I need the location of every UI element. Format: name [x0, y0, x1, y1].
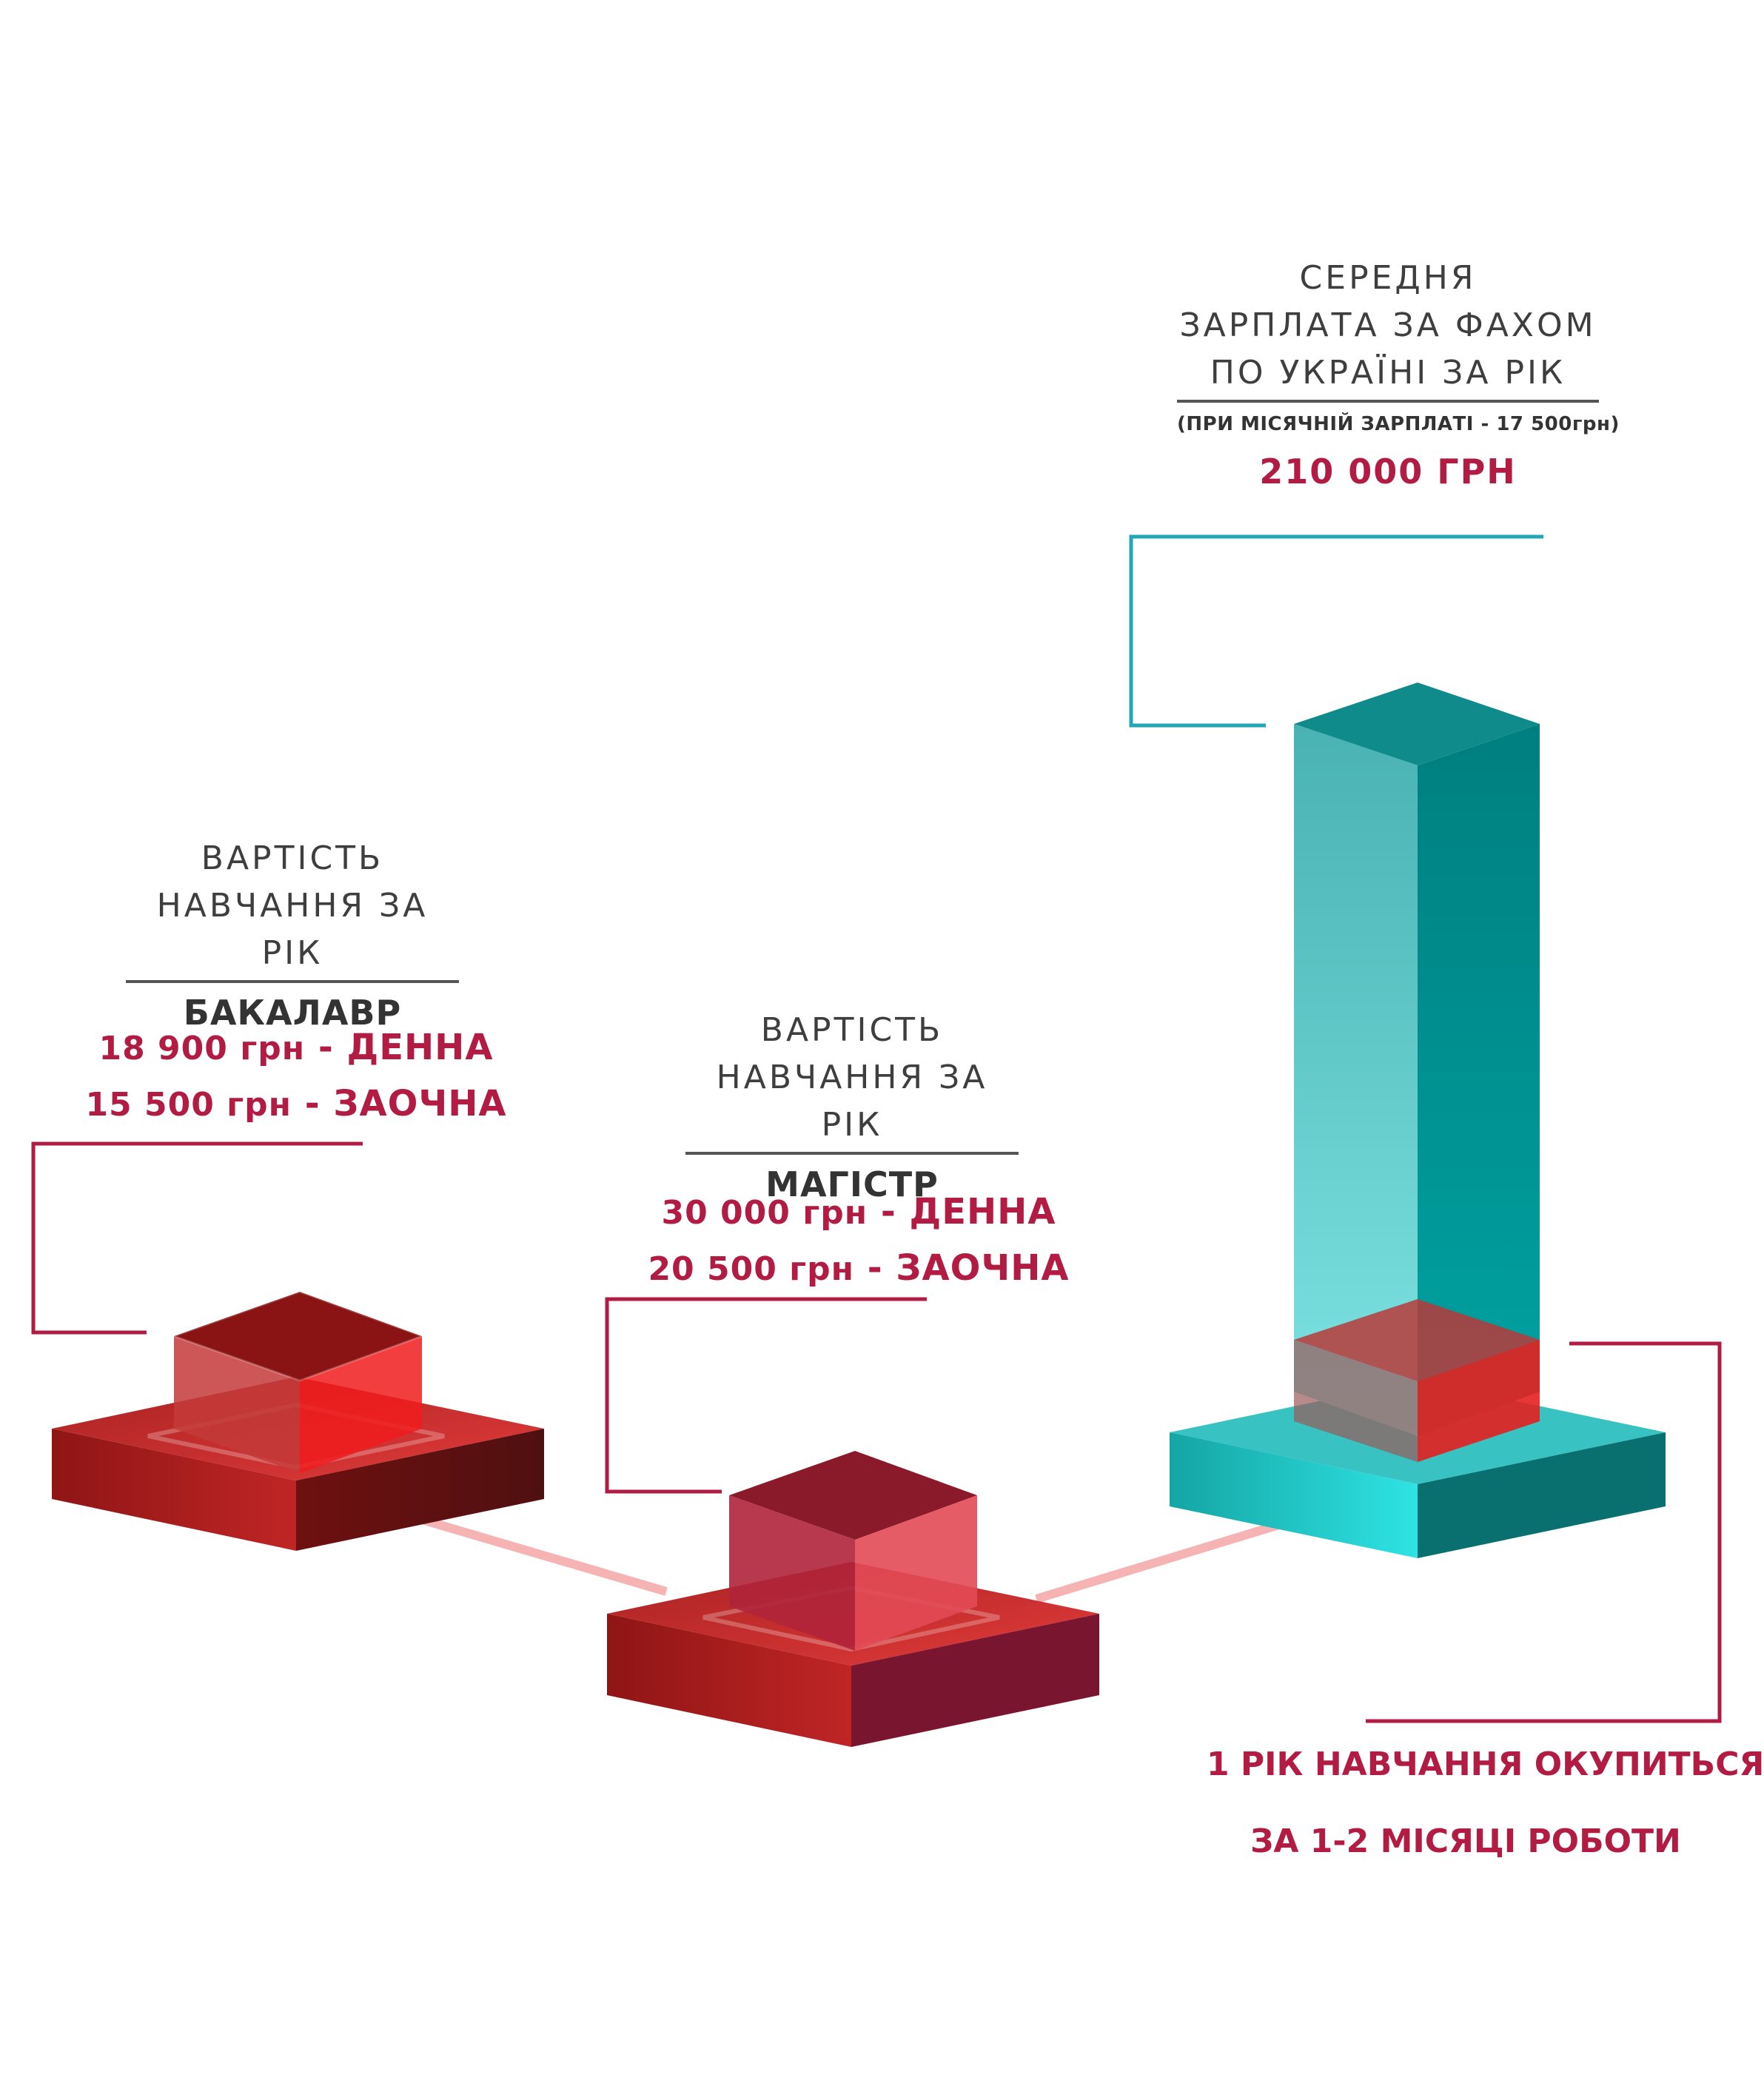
- master-day-row: 30 000 грн - ДЕННА: [629, 1184, 1088, 1241]
- bachelor-caption-line2: НАВЧАННЯ ЗА РІК: [156, 887, 429, 972]
- salary-inner-red-cube: [1294, 1299, 1540, 1462]
- salary-title-line3: ПО УКРАЇНІ ЗА РІК: [1210, 354, 1566, 392]
- connector-line: [1035, 1513, 1304, 1603]
- bachelor-cube: [170, 1290, 426, 1473]
- salary-amount: 210 000 ГРН: [1259, 452, 1517, 492]
- master-part-label: - ЗАОЧНА: [867, 1247, 1070, 1289]
- bachelor-caption-line1: ВАРТІСТЬ: [201, 839, 384, 877]
- payback-block: 1 РІК НАВЧАННЯ ОКУПИТЬСЯ ЗА 1-2 МІСЯЦІ Р…: [1207, 1726, 1764, 1880]
- bachelor-day-price: 18 900 грн: [98, 1030, 306, 1067]
- master-degree: МАГІСТР: [765, 1164, 939, 1204]
- connector-line: [413, 1513, 668, 1596]
- master-caption-line1: ВАРТІСТЬ: [760, 1011, 944, 1049]
- bachelor-part-label: - ЗАОЧНА: [304, 1083, 507, 1124]
- master-day-price: 30 000 грн: [661, 1194, 868, 1232]
- payback-callout-line: [1366, 1341, 1722, 1723]
- salary-block: СЕРЕДНЯ ЗАРПЛАТА ЗА ФАХОМ ПО УКРАЇНІ ЗА …: [1177, 255, 1620, 492]
- salary-pillar: [1294, 683, 1540, 1436]
- bachelor-prices: 18 900 грн - ДЕННА 15 500 грн - ЗАОЧНА: [74, 1020, 518, 1133]
- bachelor-callout-line: [31, 1141, 363, 1335]
- master-part-row: 20 500 грн - ЗАОЧНА: [629, 1241, 1088, 1297]
- salary-divider: [1177, 400, 1599, 403]
- master-divider: [685, 1152, 1019, 1155]
- bachelor-block: ВАРТІСТЬ НАВЧАННЯ ЗА РІК БАКАЛАВР: [126, 835, 459, 1036]
- payback-line1: 1 РІК НАВЧАННЯ ОКУПИТЬСЯ: [1207, 1745, 1764, 1783]
- master-block: ВАРТІСТЬ НАВЧАННЯ ЗА РІК МАГІСТР: [685, 1007, 1019, 1208]
- master-callout-line: [605, 1297, 927, 1494]
- bachelor-part-price: 15 500 грн: [85, 1086, 292, 1124]
- bachelor-divider: [126, 980, 459, 983]
- salary-title-line2: ЗАРПЛАТА ЗА ФАХОМ: [1179, 306, 1597, 344]
- master-day-label: - ДЕННА: [880, 1191, 1056, 1233]
- payback-line2: ЗА 1-2 МІСЯЦІ РОБОТИ: [1250, 1822, 1681, 1860]
- master-caption-line2: НАВЧАННЯ ЗА РІК: [716, 1059, 988, 1144]
- salary-callout-line: [1129, 534, 1543, 728]
- salary-title-line1: СЕРЕДНЯ: [1299, 259, 1477, 297]
- master-part-price: 20 500 грн: [648, 1250, 855, 1288]
- bachelor-degree: БАКАЛАВР: [183, 993, 402, 1033]
- master-cube: [729, 1451, 977, 1651]
- bachelor-day-label: - ДЕННА: [318, 1027, 494, 1068]
- master-prices: 30 000 грн - ДЕННА 20 500 грн - ЗАОЧНА: [629, 1184, 1088, 1297]
- bachelor-part-row: 15 500 грн - ЗАОЧНА: [74, 1076, 518, 1133]
- bachelor-day-row: 18 900 грн - ДЕННА: [74, 1020, 518, 1076]
- salary-note: (ПРИ МІСЯЧНІЙ ЗАРПЛАТІ - 17 500грн): [1177, 413, 1620, 435]
